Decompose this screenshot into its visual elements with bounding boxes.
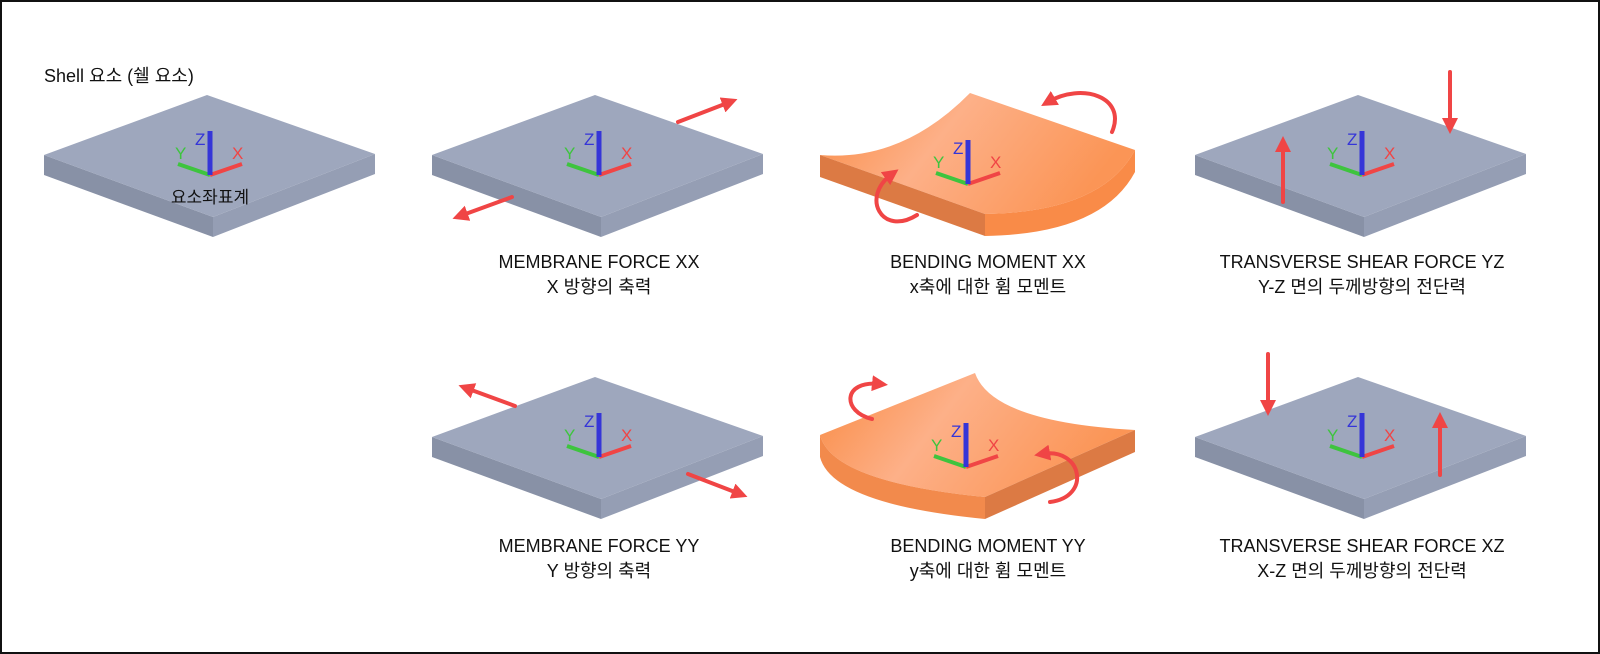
- x-axis-line: [598, 162, 632, 177]
- x-axis-line: [209, 162, 243, 177]
- panel-title: TRANSVERSE SHEAR FORCE XZ: [1219, 536, 1505, 556]
- panel-subtitle: X-Z 면의 두께방향의 전단력: [1257, 561, 1467, 581]
- y-axis-label: Y: [175, 144, 186, 163]
- panel-subtitle: y축에 대한 휨 모멘트: [909, 561, 1067, 581]
- moment-arrow: [1041, 91, 1117, 134]
- diagram-title: Shell 요소 (쉘 요소): [44, 66, 194, 86]
- z-axis-label: Z: [584, 130, 594, 149]
- panel-subtitle: Y-Z 면의 두께방향의 전단력: [1258, 277, 1466, 297]
- coordinate-axes: YZ X: [564, 130, 632, 177]
- y-axis-label: Y: [1327, 426, 1338, 445]
- panel-title: BENDING MOMENT YY: [890, 536, 1086, 556]
- plate-front-face: [44, 155, 213, 237]
- panel-title: TRANSVERSE SHEAR FORCE YZ: [1219, 252, 1505, 272]
- panel-subtitle: Y 방향의 축력: [546, 561, 652, 581]
- force-arrow: [676, 97, 738, 124]
- bent-plate-xx: [820, 93, 1135, 236]
- coordinate-axes: YZ X: [1327, 130, 1395, 177]
- y-axis-label: Y: [564, 144, 575, 163]
- plate-side-face: [601, 436, 763, 519]
- coordinate-axes: YZ X: [175, 130, 243, 177]
- plate-front-face: [1195, 437, 1364, 519]
- y-axis-label: Y: [1327, 144, 1338, 163]
- z-axis-label: Z: [951, 422, 961, 441]
- z-axis-label: Z: [1347, 412, 1357, 431]
- x-axis-label: X: [990, 153, 1001, 172]
- panel-title: BENDING MOMENT XX: [890, 252, 1086, 272]
- panel-bending-yy-label: BENDING MOMENT YY y축에 대한 휨 모멘트: [890, 534, 1085, 584]
- plate-side-face: [601, 154, 763, 237]
- y-axis-line: [935, 171, 969, 186]
- y-axis-label: Y: [931, 436, 942, 455]
- coordinate-axes: YZ X: [564, 412, 632, 459]
- z-axis-label: Z: [1347, 130, 1357, 149]
- coordinate-system-label: 요소좌표계: [170, 188, 250, 207]
- force-arrow: [452, 195, 514, 221]
- y-axis-label: Y: [564, 426, 575, 445]
- x-axis-line: [967, 171, 1001, 186]
- plate-front-face: [1195, 155, 1364, 237]
- moment-arrow: [1034, 444, 1080, 504]
- x-axis-line: [598, 444, 632, 459]
- x-axis-line: [965, 454, 999, 469]
- panel-membrane-xx-label: MEMBRANE FORCE XX X 방향의 축력: [498, 250, 699, 300]
- panel-shear-yz-label: TRANSVERSE SHEAR FORCE YZ Y-Z 면의 두께방향의 전…: [1220, 250, 1505, 300]
- panel-membrane-yy-label: MEMBRANE FORCE YY Y 방향의 축력: [499, 534, 700, 584]
- x-axis-label: X: [988, 436, 999, 455]
- coordinate-axes: YZ X: [933, 139, 1001, 186]
- panel-title: MEMBRANE FORCE YY: [498, 536, 700, 556]
- plate-side-face: [1364, 154, 1526, 237]
- panel-subtitle: X 방향의 축력: [546, 277, 652, 297]
- y-axis-line: [1329, 162, 1363, 177]
- x-axis-label: X: [621, 426, 632, 445]
- y-axis-line: [566, 162, 600, 177]
- plate-front-face: [432, 155, 601, 237]
- x-axis-label: X: [232, 144, 243, 163]
- plate-side-face: [213, 154, 375, 237]
- y-axis-line: [1329, 444, 1363, 459]
- panel-bending-xx-label: BENDING MOMENT XX x축에 대한 휨 모멘트: [890, 250, 1086, 300]
- moment-arrow: [874, 169, 919, 224]
- x-axis-label: X: [1384, 144, 1395, 163]
- x-axis-label: X: [1384, 426, 1395, 445]
- panel-shear-xz-label: TRANSVERSE SHEAR FORCE XZ X-Z 면의 두께방향의 전…: [1219, 534, 1504, 584]
- coordinate-axes: YZ X: [1327, 412, 1395, 459]
- x-axis-line: [1361, 162, 1395, 177]
- x-axis-label: X: [621, 144, 632, 163]
- z-axis-label: Z: [195, 130, 205, 149]
- y-axis-line: [177, 162, 211, 177]
- plate-front-face: [432, 437, 601, 519]
- bent-plate-yy: [820, 373, 1135, 519]
- coordinate-axes: YZ X: [931, 422, 999, 469]
- moment-arrow: [848, 375, 888, 421]
- y-axis-label: Y: [933, 153, 944, 172]
- plate-side-face: [1364, 436, 1526, 519]
- z-axis-label: Z: [953, 139, 963, 158]
- panel-title: MEMBRANE FORCE XX: [498, 252, 700, 272]
- force-arrow: [686, 472, 748, 499]
- z-axis-label: Z: [584, 412, 594, 431]
- x-axis-line: [1361, 444, 1395, 459]
- y-axis-line: [933, 454, 967, 469]
- y-axis-line: [566, 444, 600, 459]
- panel-subtitle: x축에 대한 휨 모멘트: [909, 277, 1067, 297]
- force-arrow: [458, 383, 517, 408]
